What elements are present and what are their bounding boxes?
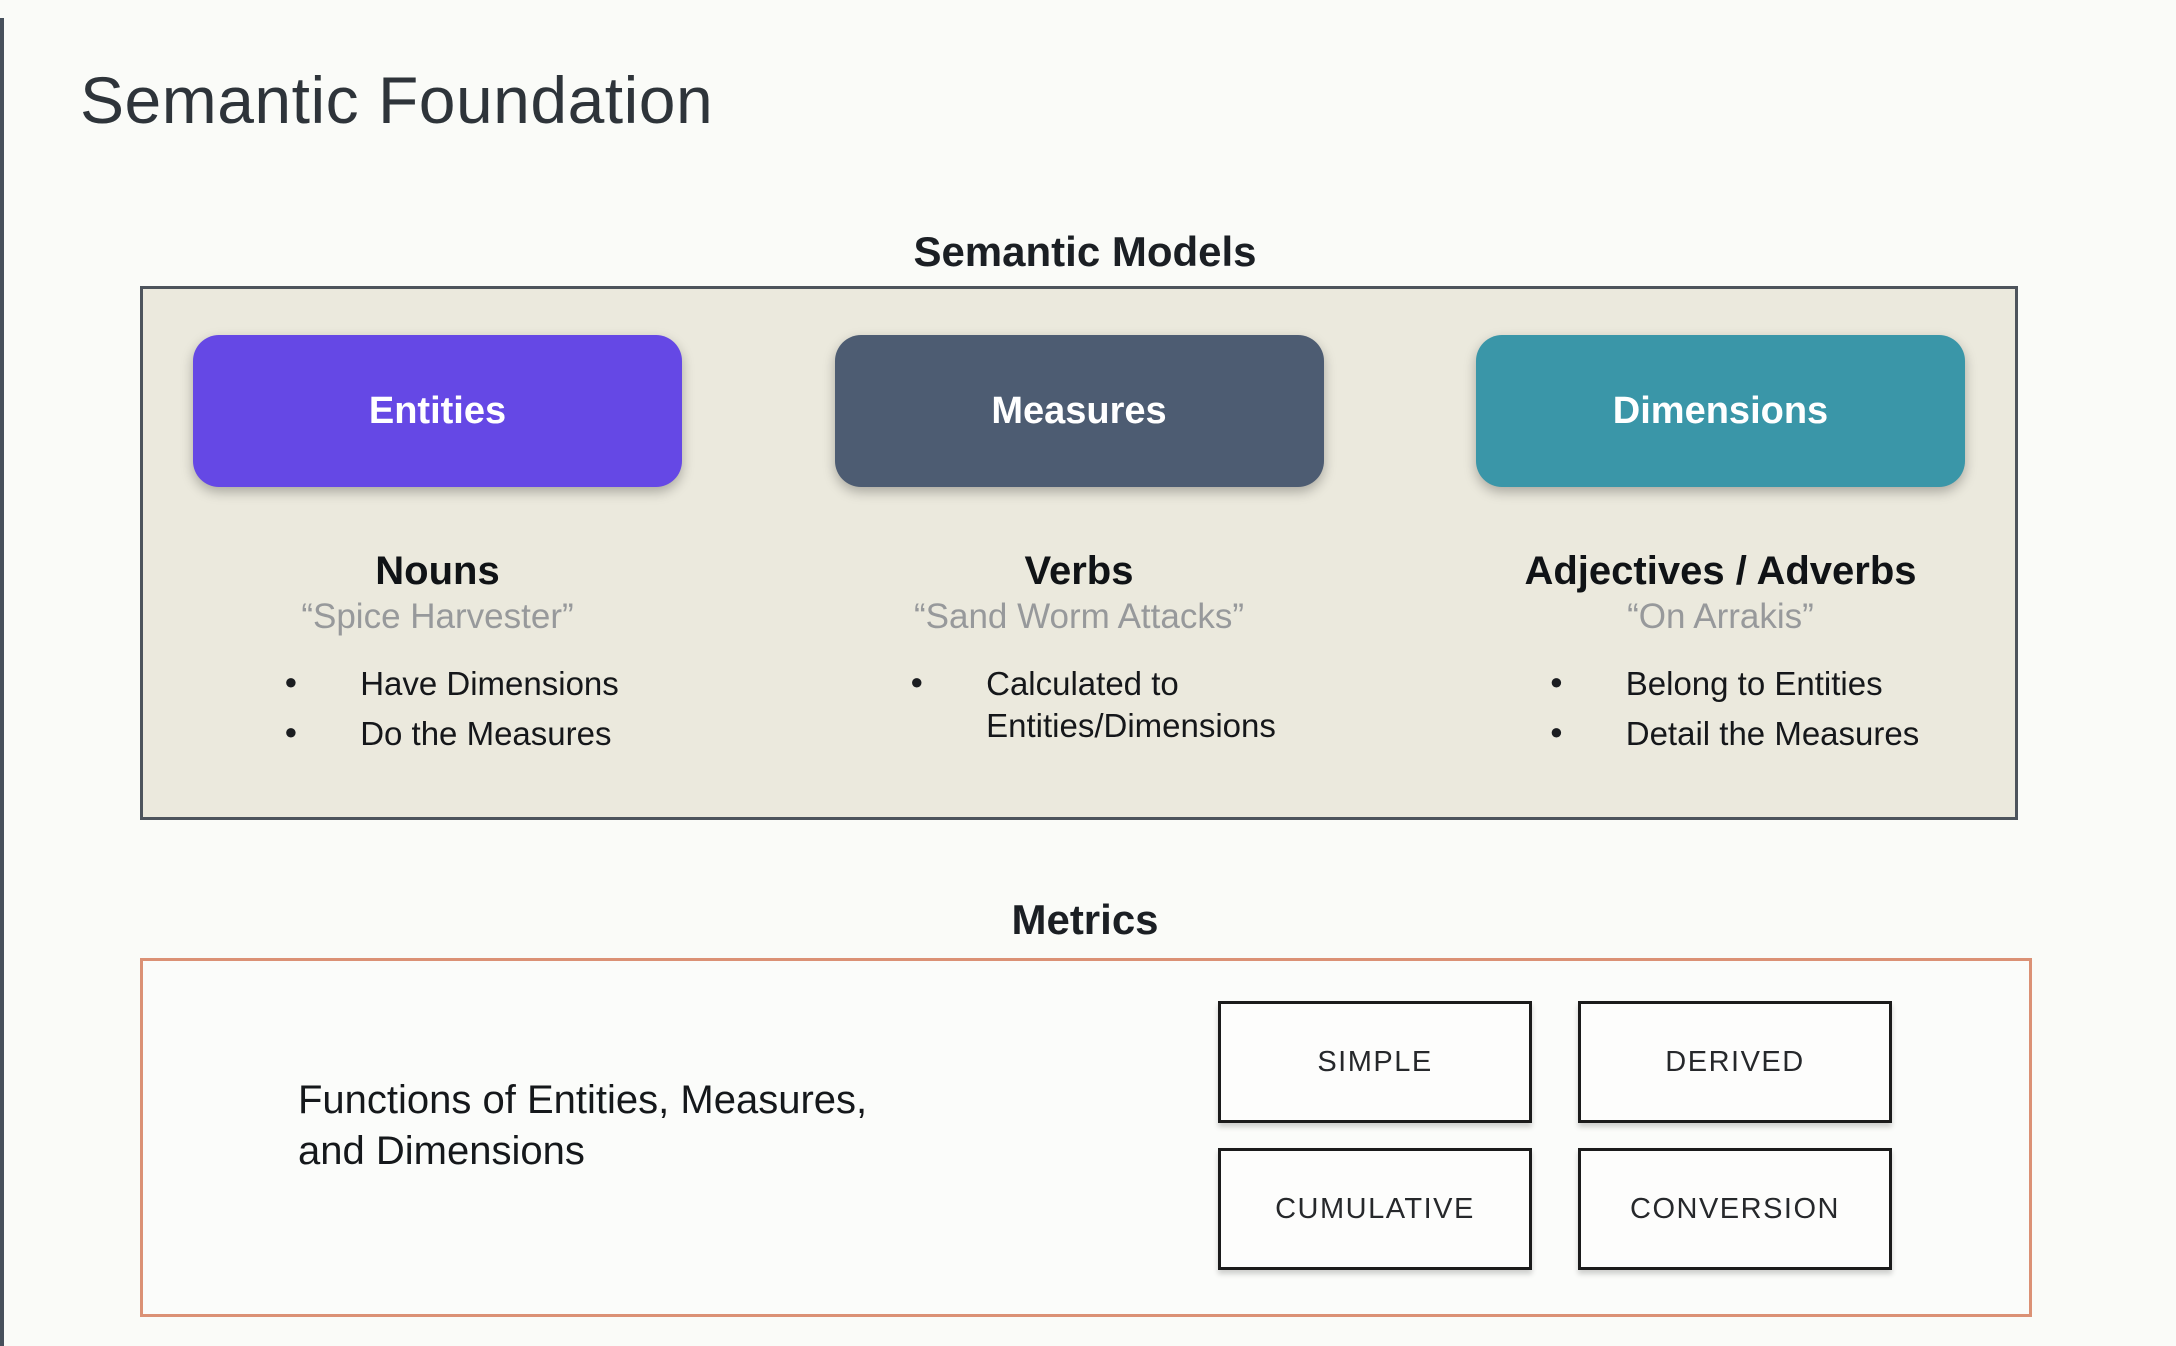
metrics-panel: Functions of Entities, Measures, and Dim… <box>140 958 2032 1317</box>
measures-example-quote: “Sand Worm Attacks” <box>913 597 1244 636</box>
metrics-heading: Metrics <box>1011 896 1159 943</box>
measures-bullet-1: Calculated to Entities/Dimensions <box>882 663 1276 747</box>
metric-type-simple: SIMPLE <box>1218 1001 1532 1123</box>
window-left-border <box>0 18 4 1346</box>
dimensions-button: Dimensions <box>1476 335 1965 487</box>
metric-types-grid: SIMPLE DERIVED CUMULATIVE CONVERSION <box>1218 1001 1892 1270</box>
dimensions-bullet-list: Belong to Entities Detail the Measures <box>1522 663 1919 763</box>
dimensions-example-quote: “On Arrakis” <box>1627 597 1814 636</box>
metric-type-cumulative: CUMULATIVE <box>1218 1148 1532 1270</box>
measures-button: Measures <box>834 335 1324 487</box>
dimensions-bullet-2: Detail the Measures <box>1522 713 1919 755</box>
metric-type-conversion: CONVERSION <box>1578 1148 1892 1270</box>
semantic-models-heading: Semantic Models <box>913 228 1257 275</box>
entities-example-quote: “Spice Harvester” <box>301 597 574 636</box>
semantic-models-panel: Entities Nouns “Spice Harvester” Have Di… <box>140 286 2018 820</box>
column-entities: Entities Nouns “Spice Harvester” Have Di… <box>193 289 682 817</box>
dimensions-role-label: Adjectives / Adverbs <box>1524 549 1917 593</box>
entities-bullet-1: Have Dimensions <box>256 663 619 705</box>
entities-bullet-list: Have Dimensions Do the Measures <box>256 663 619 763</box>
page-title: Semantic Foundation <box>80 63 714 137</box>
entities-role-label: Nouns <box>375 549 500 593</box>
dimensions-bullet-1: Belong to Entities <box>1522 663 1919 705</box>
metrics-description: Functions of Entities, Measures, and Dim… <box>298 1078 868 1174</box>
measures-role-label: Verbs <box>1024 549 1134 593</box>
metric-type-derived: DERIVED <box>1578 1001 1892 1123</box>
column-dimensions: Dimensions Adjectives / Adverbs “On Arra… <box>1476 289 1965 817</box>
measures-bullet-list: Calculated to Entities/Dimensions <box>882 663 1276 755</box>
column-measures: Measures Verbs “Sand Worm Attacks” Calcu… <box>834 289 1324 817</box>
entities-bullet-2: Do the Measures <box>256 713 619 755</box>
entities-button: Entities <box>193 335 682 487</box>
